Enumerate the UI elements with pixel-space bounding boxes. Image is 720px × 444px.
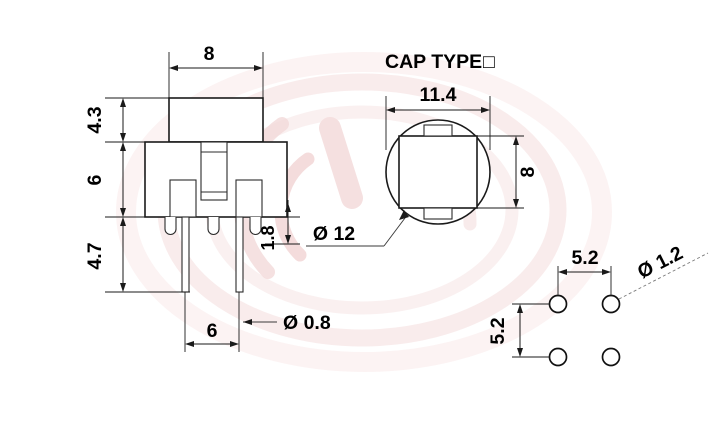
pcb-hole-layout: 5.2 5.2 Ø 1.2 [487,242,709,367]
dimension-chain-left: 4.3 6 4.7 [84,97,190,293]
cap-type-square-symbol: □ [483,51,495,73]
dimension-width-8: 8 [168,43,264,98]
cap-tab-top [423,124,453,137]
dim-value-cap-diameter: Ø 12 [313,223,355,245]
switch-actuator [200,141,228,201]
dim-value-height-4-3: 4.3 [84,106,106,133]
cap-type-view: CAP TYPE □ 11.4 8 [306,51,539,247]
dimension-height-4-3: 4.3 [84,98,126,142]
dimension-cap-diameter: Ø 12 [306,210,409,247]
dimension-pcb-pitch-y: 5.2 [487,303,550,358]
front-elevation-view: 8 4.3 [84,43,331,352]
dim-value-width-8: 8 [204,43,215,65]
dim-value-pcb-pitch-y: 5.2 [487,317,509,344]
dimension-height-4-7: 4.7 [84,217,126,292]
cap-type-heading: CAP TYPE [385,51,482,73]
dim-value-pcb-hole-diameter: Ø 1.2 [634,242,687,283]
dim-value-pin-pitch-6: 6 [207,320,218,342]
cap-inner-square [398,135,478,209]
body-recess-right [235,179,263,218]
dim-value-pcb-pitch-x: 5.2 [571,247,598,269]
body-recess-left [169,179,197,218]
dim-value-height-4-7: 4.7 [84,242,106,269]
pcb-hole-top-right [601,294,621,314]
dimension-pin-shoulder-1-8: 1.8 [258,200,300,251]
pcb-hole-top-left [548,294,568,314]
dimension-cap-width-11-4: 11.4 [385,84,491,150]
locating-post-center [207,217,220,235]
dimension-pcb-hole-diameter: Ø 1.2 [618,242,709,300]
dim-value-pin-diameter: Ø 0.8 [283,312,331,334]
dim-value-cap-square-8: 8 [517,166,539,177]
pcb-hole-bottom-left [548,347,568,367]
locating-post-left [164,217,177,235]
switch-plunger [168,97,264,143]
dimension-cap-square-8: 8 [477,135,539,209]
dimension-height-6: 6 [84,142,126,217]
dimension-pin-pitch-6: 6 [184,292,240,352]
terminal-pin-left [181,216,190,293]
dimension-pcb-pitch-x: 5.2 [557,247,612,296]
pcb-hole-bottom-right [601,347,621,367]
cap-tab-bottom [423,207,453,220]
dim-value-pin-shoulder-1-8: 1.8 [258,225,278,250]
terminal-pin-right [235,216,244,293]
dim-value-cap-width-11-4: 11.4 [420,84,457,106]
dimension-pin-diameter: Ø 0.8 [243,312,331,334]
dim-value-height-6: 6 [84,174,106,185]
locating-post-right [249,217,262,235]
